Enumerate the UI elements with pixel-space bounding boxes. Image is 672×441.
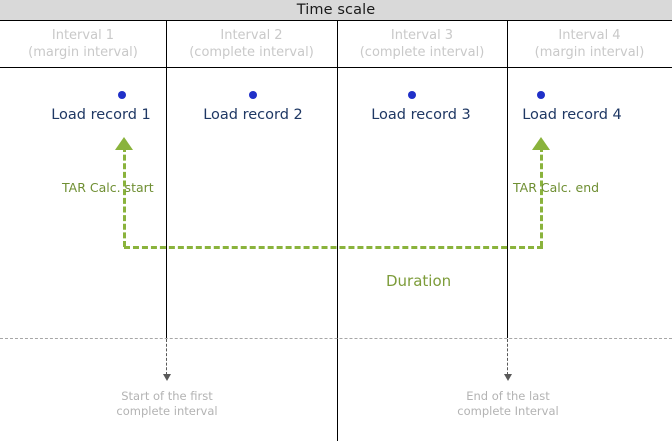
interval-header-1: Interval 1 (margin interval) <box>0 21 166 67</box>
interval-header-3: Interval 3 (complete interval) <box>337 21 507 67</box>
record-dot-4 <box>537 91 545 99</box>
interval-header-3-kind: (complete interval) <box>359 45 485 60</box>
duration-label: Duration <box>386 272 452 290</box>
interval-header-4-kind: (margin interval) <box>534 45 645 60</box>
load-record-1-label: Load record 1 <box>51 107 151 123</box>
last-interval-note-line1: End of the last <box>466 389 550 403</box>
interval-header-2-kind: (complete interval) <box>189 45 314 60</box>
first-interval-note-line1: Start of the first <box>121 389 213 403</box>
interval-header-1-kind: (margin interval) <box>28 45 138 60</box>
tar-end-stem <box>540 146 543 247</box>
record-dot-3 <box>408 91 416 99</box>
last-interval-arrowhead-icon <box>504 374 512 381</box>
column-divider-1 <box>166 21 167 338</box>
interval-header-4: Interval 4 (margin interval) <box>507 21 672 67</box>
load-record-3: Load record 3 <box>338 91 504 125</box>
last-interval-pointer-stem <box>507 339 508 375</box>
tar-start-arrowhead-icon <box>115 137 133 150</box>
interval-header-row: Interval 1 (margin interval) Interval 2 … <box>0 21 672 68</box>
last-interval-note: End of the last complete Interval <box>437 389 579 419</box>
tar-end-label: TAR Calc. end <box>513 180 600 195</box>
interval-header-2-name: Interval 2 <box>220 28 283 43</box>
page-title: Time scale <box>296 2 376 18</box>
duration-baseline <box>124 246 543 249</box>
load-record-2-label: Load record 2 <box>203 107 303 123</box>
title-band: Time scale <box>0 0 672 21</box>
first-interval-note: Start of the first complete interval <box>96 389 238 419</box>
column-divider-3 <box>507 21 508 338</box>
interval-header-2: Interval 2 (complete interval) <box>166 21 337 67</box>
record-dot-1 <box>118 91 126 99</box>
load-record-3-label: Load record 3 <box>371 107 471 123</box>
last-interval-note-line2: complete Interval <box>457 404 559 418</box>
load-record-4: Load record 4 <box>489 91 655 125</box>
tar-start-stem <box>123 146 126 247</box>
interval-header-1-name: Interval 1 <box>51 28 115 43</box>
load-record-1: Load record 1 <box>18 91 184 125</box>
load-record-4-label: Load record 4 <box>522 107 622 123</box>
record-dot-2 <box>249 91 257 99</box>
load-record-2: Load record 2 <box>170 91 336 125</box>
tar-end-arrowhead-icon <box>532 137 550 150</box>
interval-header-3-name: Interval 3 <box>390 28 454 43</box>
column-divider-2 <box>337 21 338 441</box>
first-interval-pointer-stem <box>166 339 167 375</box>
first-interval-arrowhead-icon <box>163 374 171 381</box>
interval-header-4-name: Interval 4 <box>558 28 621 43</box>
first-interval-note-line2: complete interval <box>116 404 218 418</box>
bottom-separator <box>0 338 672 339</box>
tar-start-label: TAR Calc. start <box>62 180 154 195</box>
